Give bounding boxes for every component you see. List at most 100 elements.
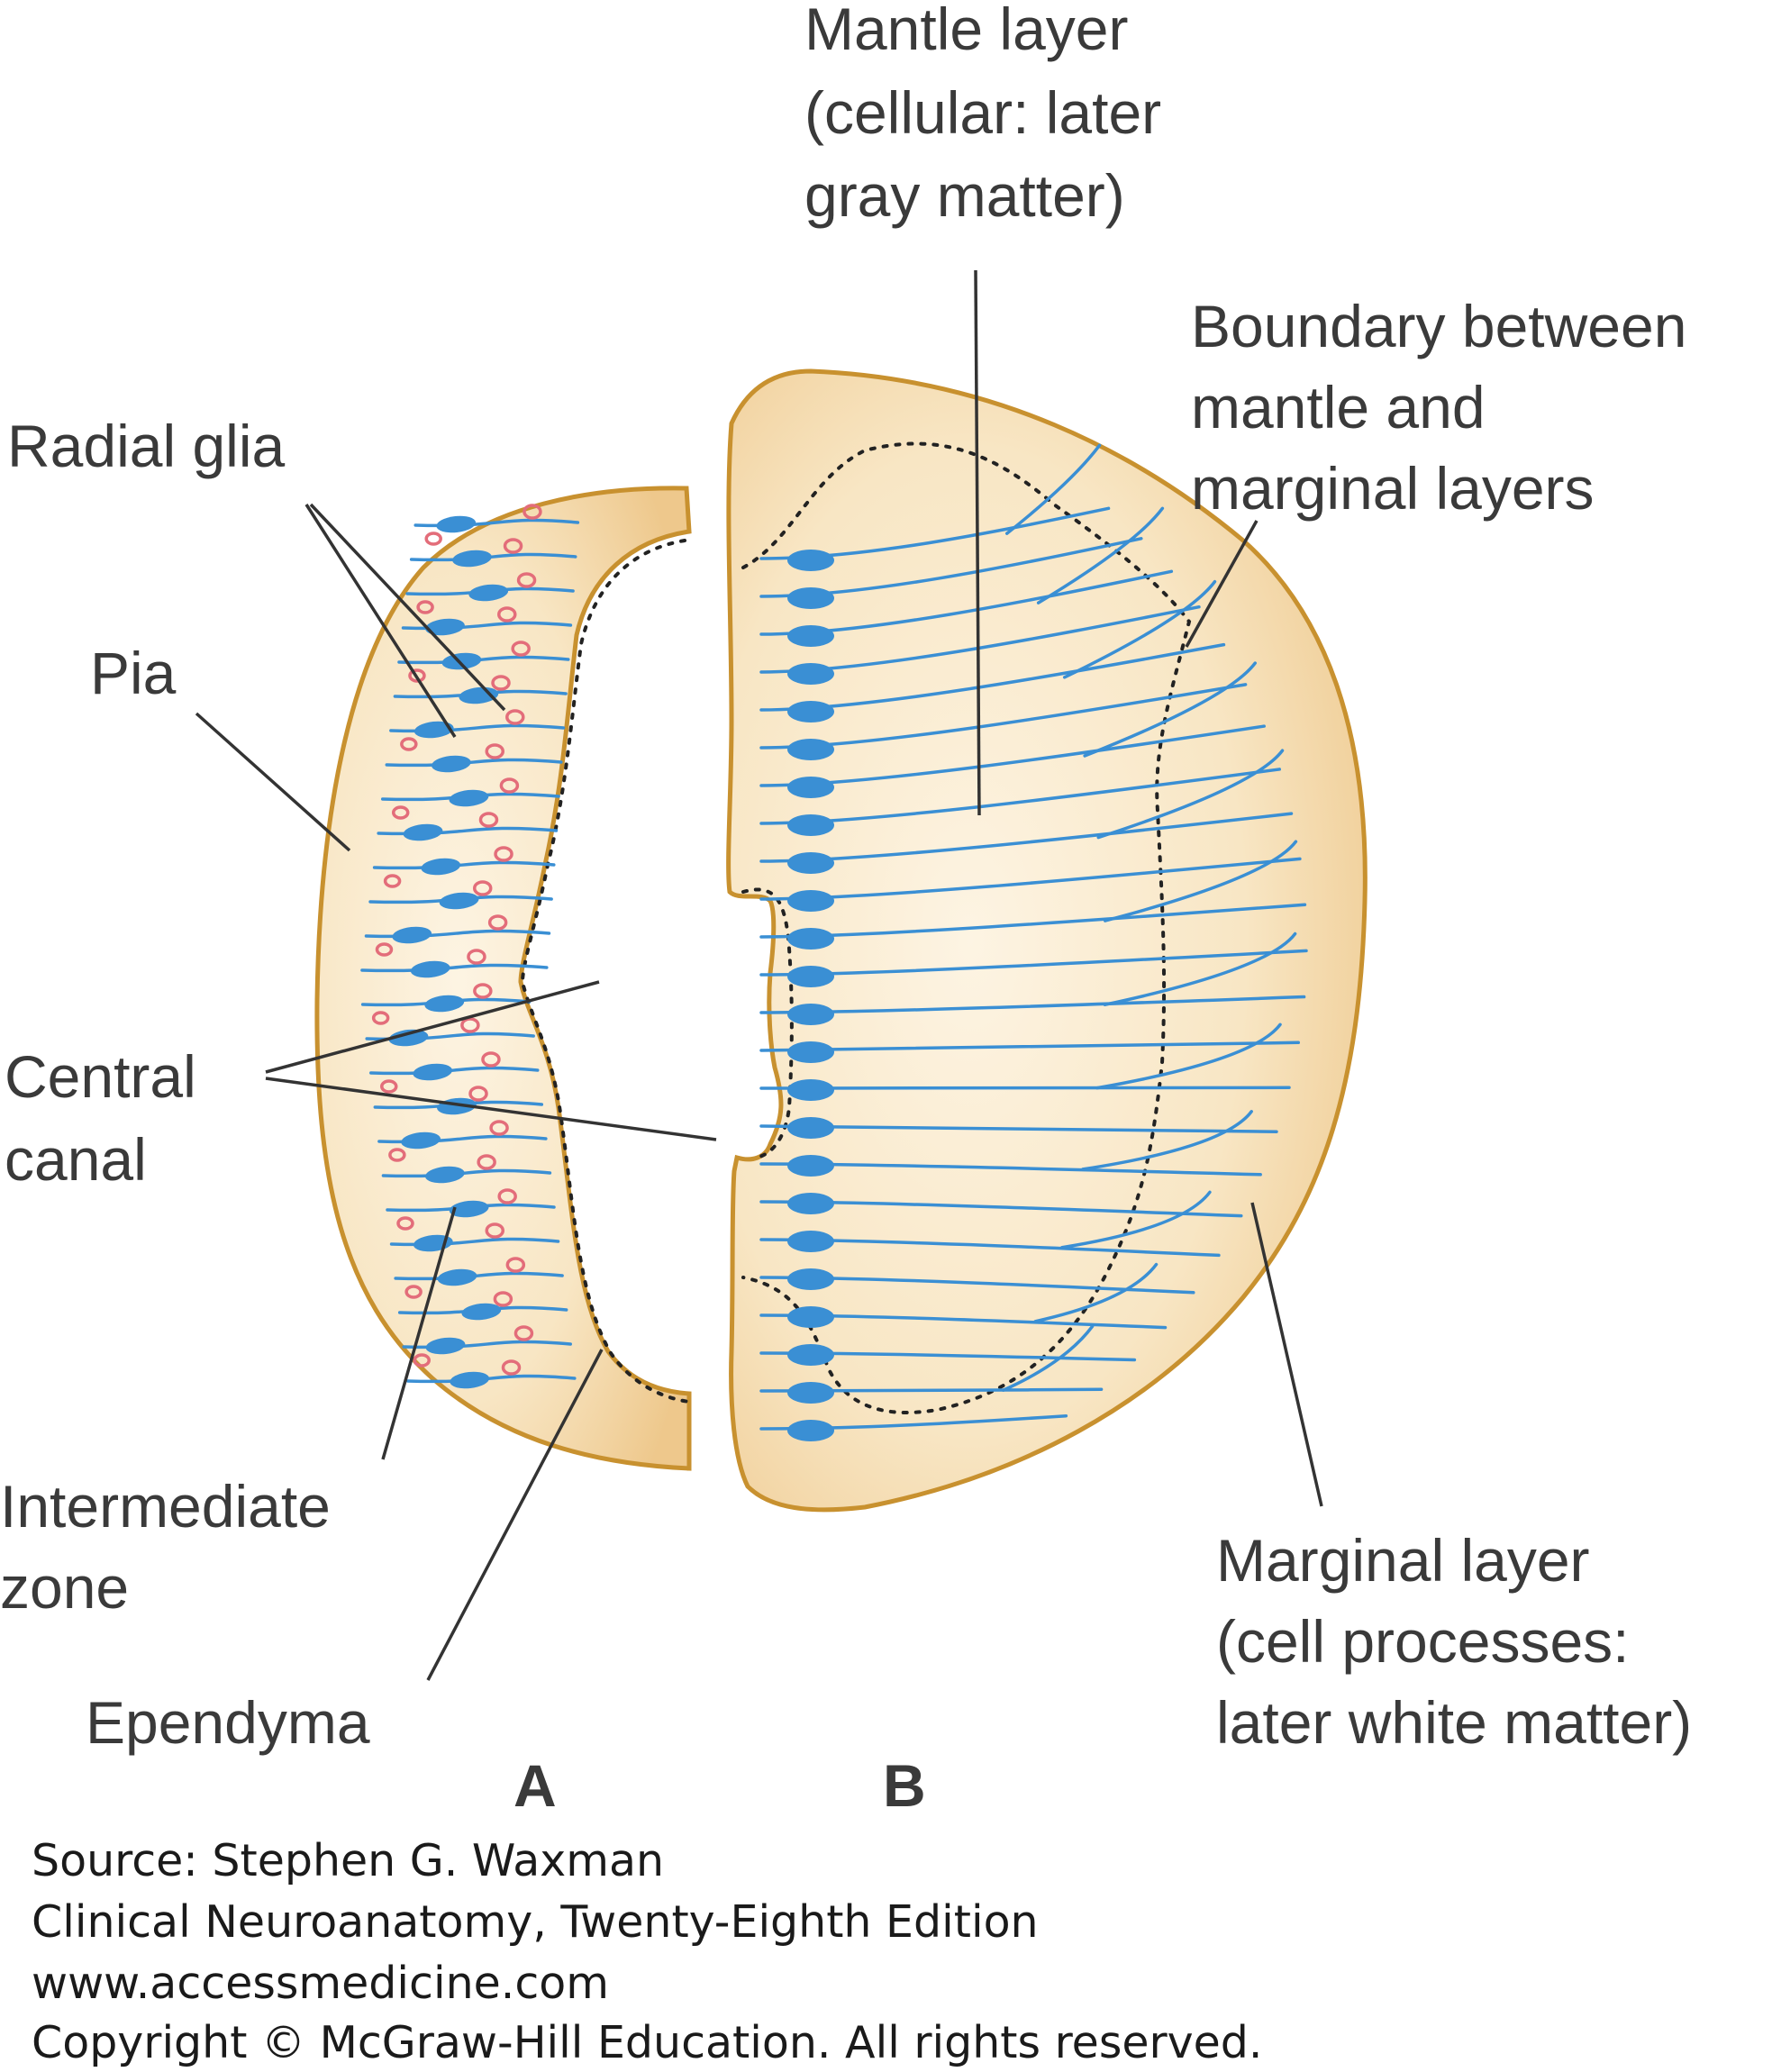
glia-soma bbox=[439, 892, 479, 910]
cell-nucleus bbox=[371, 1011, 390, 1025]
label-boundary: Boundary between mantle and marginal lay… bbox=[1191, 293, 1704, 522]
cell-nucleus bbox=[468, 1086, 488, 1102]
radial-process-branch bbox=[1062, 579, 1217, 679]
neuroblast-soma bbox=[787, 928, 834, 950]
neuroblast-soma bbox=[787, 701, 834, 722]
cell-nucleus bbox=[497, 606, 517, 623]
radial-glia-somata-a bbox=[388, 515, 509, 1389]
glia-soma bbox=[410, 960, 450, 978]
neuroblast-soma bbox=[787, 739, 834, 760]
neuroblast-soma bbox=[787, 1231, 834, 1252]
glia-soma bbox=[413, 1063, 453, 1081]
neuroblast-soma bbox=[787, 1382, 834, 1404]
cell-nucleus bbox=[478, 812, 499, 828]
glia-process bbox=[409, 552, 577, 562]
cell-nucleus bbox=[511, 641, 531, 657]
cell-nucleus bbox=[513, 1325, 534, 1341]
cell-nucleus bbox=[505, 1257, 526, 1273]
neuroblast-soma bbox=[787, 1344, 834, 1366]
cell-nucleus bbox=[491, 675, 511, 691]
glia-process bbox=[369, 1066, 540, 1076]
glia-soma bbox=[436, 515, 477, 533]
cell-nucleus bbox=[505, 709, 525, 725]
glia-soma bbox=[452, 550, 492, 568]
cell-nucleus bbox=[388, 1148, 406, 1162]
neuroblast-soma bbox=[787, 587, 834, 609]
radial-process-branch bbox=[1002, 1324, 1095, 1392]
cell-nucleus bbox=[485, 743, 504, 759]
labels: Mantle layer (cellular: later gray matte… bbox=[0, 0, 1704, 1819]
glia-soma bbox=[450, 1371, 490, 1389]
leader-central-canal-1 bbox=[265, 980, 600, 1074]
neuroblast-soma bbox=[787, 1155, 834, 1177]
neuroblast-soma bbox=[787, 1041, 834, 1063]
glia-soma bbox=[424, 1166, 465, 1184]
cell-nucleus bbox=[489, 1120, 509, 1136]
neuroblast-soma bbox=[787, 550, 834, 571]
cell-nucleus bbox=[487, 914, 508, 931]
leader-intermediate bbox=[381, 1206, 457, 1460]
cell-nucleus bbox=[501, 1359, 522, 1376]
cell-nucleus bbox=[460, 1017, 480, 1033]
leader-boundary bbox=[1185, 520, 1259, 648]
neuroblast-soma bbox=[787, 1306, 834, 1328]
neuroblast-soma bbox=[787, 1079, 834, 1101]
label-intermediate-zone: Intermediate zone bbox=[0, 1473, 347, 1621]
radial-process-branch bbox=[1096, 749, 1285, 840]
cell-nucleus bbox=[481, 1051, 501, 1068]
neuroblast-soma bbox=[787, 852, 834, 874]
cell-nucleus bbox=[485, 1222, 505, 1239]
cell-nucleus bbox=[503, 538, 523, 554]
glia-soma bbox=[425, 618, 465, 636]
cell-nucleus bbox=[467, 949, 486, 965]
neuroblast-soma bbox=[787, 1268, 834, 1290]
cell-nucleus bbox=[380, 1079, 398, 1094]
cell-nucleus bbox=[473, 983, 493, 999]
cell-nucleus bbox=[494, 846, 513, 862]
leader-radial-glia-1 bbox=[304, 504, 457, 738]
label-mantle-layer: Mantle layer (cellular: later gray matte… bbox=[804, 0, 1177, 229]
radial-process-branch bbox=[1081, 1110, 1253, 1171]
neuroblast-soma bbox=[787, 1117, 834, 1139]
glia-soma bbox=[388, 1029, 429, 1047]
neuroblast-soma bbox=[787, 663, 834, 685]
radial-process-branch bbox=[1103, 931, 1297, 1007]
radial-process-branch bbox=[1103, 840, 1298, 922]
glia-soma bbox=[437, 1268, 477, 1286]
neuroblast-soma bbox=[787, 777, 834, 798]
glia-process bbox=[381, 1168, 552, 1178]
glia-soma bbox=[449, 789, 489, 807]
label-radial-glia: Radial glia bbox=[7, 413, 285, 479]
radial-process bbox=[759, 1086, 1291, 1090]
radial-process-branch bbox=[1083, 661, 1257, 758]
glia-soma bbox=[461, 1303, 502, 1321]
glia-soma bbox=[403, 823, 443, 841]
leader-marginal bbox=[1250, 1202, 1323, 1507]
source-line-copyright: Copyright © McGraw-Hill Education. All r… bbox=[32, 2017, 1262, 2068]
panel-label-b: B bbox=[883, 1752, 926, 1819]
label-central-canal: Central canal bbox=[5, 1043, 213, 1193]
cell-nucleus bbox=[391, 805, 410, 820]
cell-nucleus bbox=[375, 942, 394, 957]
glia-soma bbox=[431, 755, 471, 773]
cell-nucleus bbox=[477, 1154, 496, 1170]
panel-b-spinal-cord bbox=[726, 368, 1368, 1513]
radial-process-branch bbox=[1005, 443, 1102, 535]
leader-radial-glia-2 bbox=[309, 503, 506, 712]
leader-mantle bbox=[974, 269, 981, 816]
source-line-title: Clinical Neuroanatomy, Twenty-Eighth Edi… bbox=[32, 1896, 1039, 1948]
cell-nucleus bbox=[416, 600, 434, 614]
cell-nucleus bbox=[400, 737, 418, 751]
cell-nucleus bbox=[516, 572, 537, 588]
radial-process-branch bbox=[1095, 1022, 1282, 1090]
glia-process bbox=[406, 1374, 577, 1384]
cell-nucleus bbox=[493, 1291, 513, 1307]
leader-lines bbox=[195, 269, 1323, 1681]
glia-soma bbox=[392, 926, 432, 944]
cell-nucleus bbox=[404, 1285, 423, 1299]
neuroblast-soma bbox=[787, 1420, 834, 1441]
glia-soma bbox=[441, 652, 482, 670]
glia-process bbox=[360, 963, 549, 973]
leader-central-canal-2 bbox=[265, 1077, 717, 1141]
leader-pia bbox=[195, 712, 351, 852]
